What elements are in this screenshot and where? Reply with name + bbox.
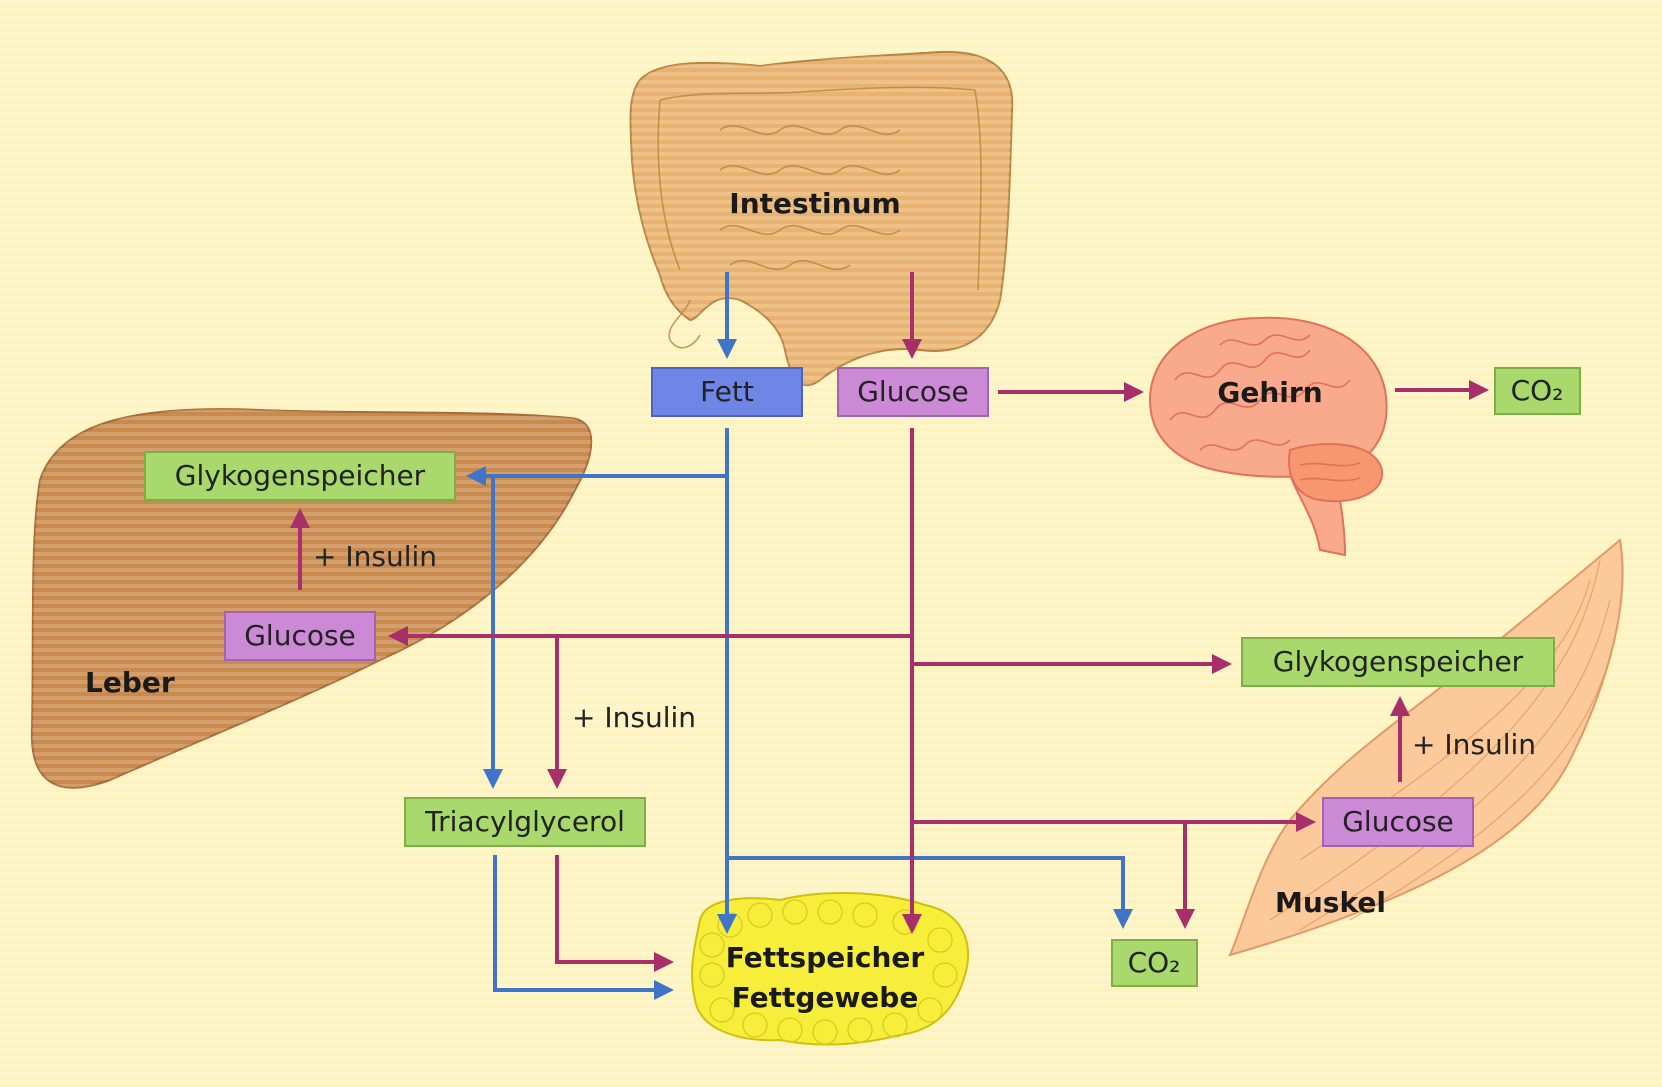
triacylglycerol-label: Triacylglycerol bbox=[424, 805, 625, 838]
glucose-muscle-label: Glucose bbox=[1342, 805, 1454, 838]
glucose-intestine-box: Glucose bbox=[838, 368, 988, 416]
muskel-label: Muskel bbox=[1275, 886, 1386, 919]
co2-bottom-label: CO₂ bbox=[1128, 946, 1181, 979]
fettspeicher-label: Fettspeicher bbox=[726, 941, 925, 974]
glucose-intestine-label: Glucose bbox=[857, 375, 969, 408]
glucose-liver-label: Glucose bbox=[244, 619, 356, 652]
insulin-liver-label: + Insulin bbox=[313, 540, 437, 573]
insulin-middle-label: + Insulin bbox=[572, 701, 696, 734]
fettgewebe-label: Fettgewebe bbox=[732, 981, 919, 1014]
glykogen-liver-box: Glykogenspeicher bbox=[145, 452, 455, 500]
fett-label: Fett bbox=[700, 375, 754, 408]
glykogen-liver-label: Glykogenspeicher bbox=[175, 459, 426, 492]
glykogen-muscle-box: Glykogenspeicher bbox=[1242, 638, 1554, 686]
glucose-liver-box: Glucose bbox=[225, 612, 375, 660]
intestinum-label: Intestinum bbox=[729, 187, 900, 220]
fett-box: Fett bbox=[652, 368, 802, 416]
co2-bottom-box: CO₂ bbox=[1112, 940, 1197, 986]
leber-label: Leber bbox=[85, 666, 175, 699]
co2-brain-box: CO₂ bbox=[1495, 368, 1580, 414]
glucose-muscle-box: Glucose bbox=[1323, 798, 1473, 846]
insulin-muscle-label: + Insulin bbox=[1412, 728, 1536, 761]
triacylglycerol-box: Triacylglycerol bbox=[405, 798, 645, 846]
co2-brain-label: CO₂ bbox=[1511, 374, 1564, 407]
gehirn-label: Gehirn bbox=[1217, 376, 1322, 409]
glykogen-muscle-label: Glykogenspeicher bbox=[1273, 645, 1524, 678]
